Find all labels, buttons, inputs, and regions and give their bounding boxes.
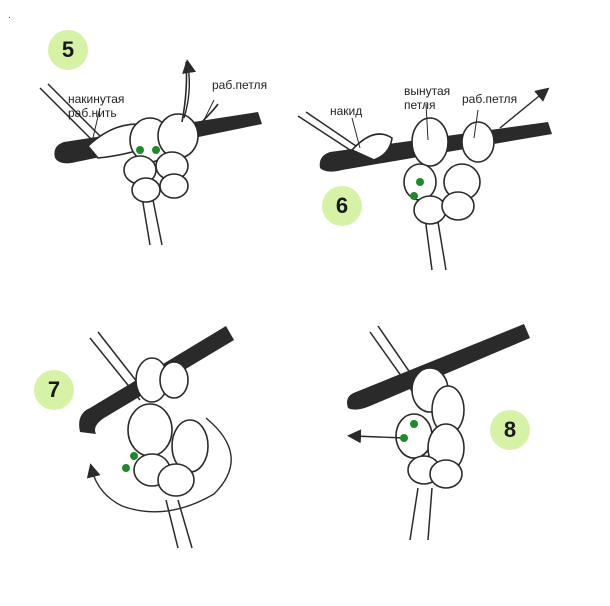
label-working-loop: раб.петля	[462, 92, 518, 106]
label-working-loop: раб.петля	[212, 78, 268, 92]
label-pointer	[91, 99, 215, 143]
marker-dot-icon	[122, 452, 138, 472]
label-yarn-over: накид	[330, 104, 363, 118]
marker-dot-icon	[136, 146, 160, 154]
direction-arrow-icon	[499, 87, 550, 129]
step-5-illustration	[39, 59, 263, 246]
yarn-loop-icon	[350, 117, 495, 225]
label-wrapped-yarn: накинутая раб.нить	[68, 92, 125, 120]
step-number: 5	[61, 37, 75, 62]
direction-arrow-icon	[347, 429, 405, 444]
step-badge-7: 7	[34, 370, 74, 410]
label-pulled-loop: вынутая петля	[404, 84, 451, 112]
yarn-loop-icon	[86, 61, 219, 203]
step-badge-6: 6	[322, 186, 362, 226]
step-8-illustration	[347, 324, 530, 541]
step-number: 7	[47, 377, 61, 402]
step-badge-8: 8	[490, 410, 530, 450]
label-pointer	[351, 103, 479, 149]
crochet-hook-icon	[347, 324, 530, 410]
stray-mark: .	[8, 10, 11, 21]
step-number: 6	[335, 193, 349, 218]
direction-arrow-icon	[86, 417, 232, 513]
yarn-loop-icon	[395, 367, 465, 489]
step-badge-5: 5	[48, 30, 88, 70]
step-number: 8	[503, 417, 517, 442]
marker-dot-icon	[410, 178, 424, 200]
step-7-illustration	[79, 326, 234, 549]
step-6-illustration	[297, 87, 552, 271]
yarn-loop-icon	[127, 357, 209, 497]
marker-dot-icon	[400, 420, 418, 442]
direction-arrow-icon	[182, 59, 196, 119]
